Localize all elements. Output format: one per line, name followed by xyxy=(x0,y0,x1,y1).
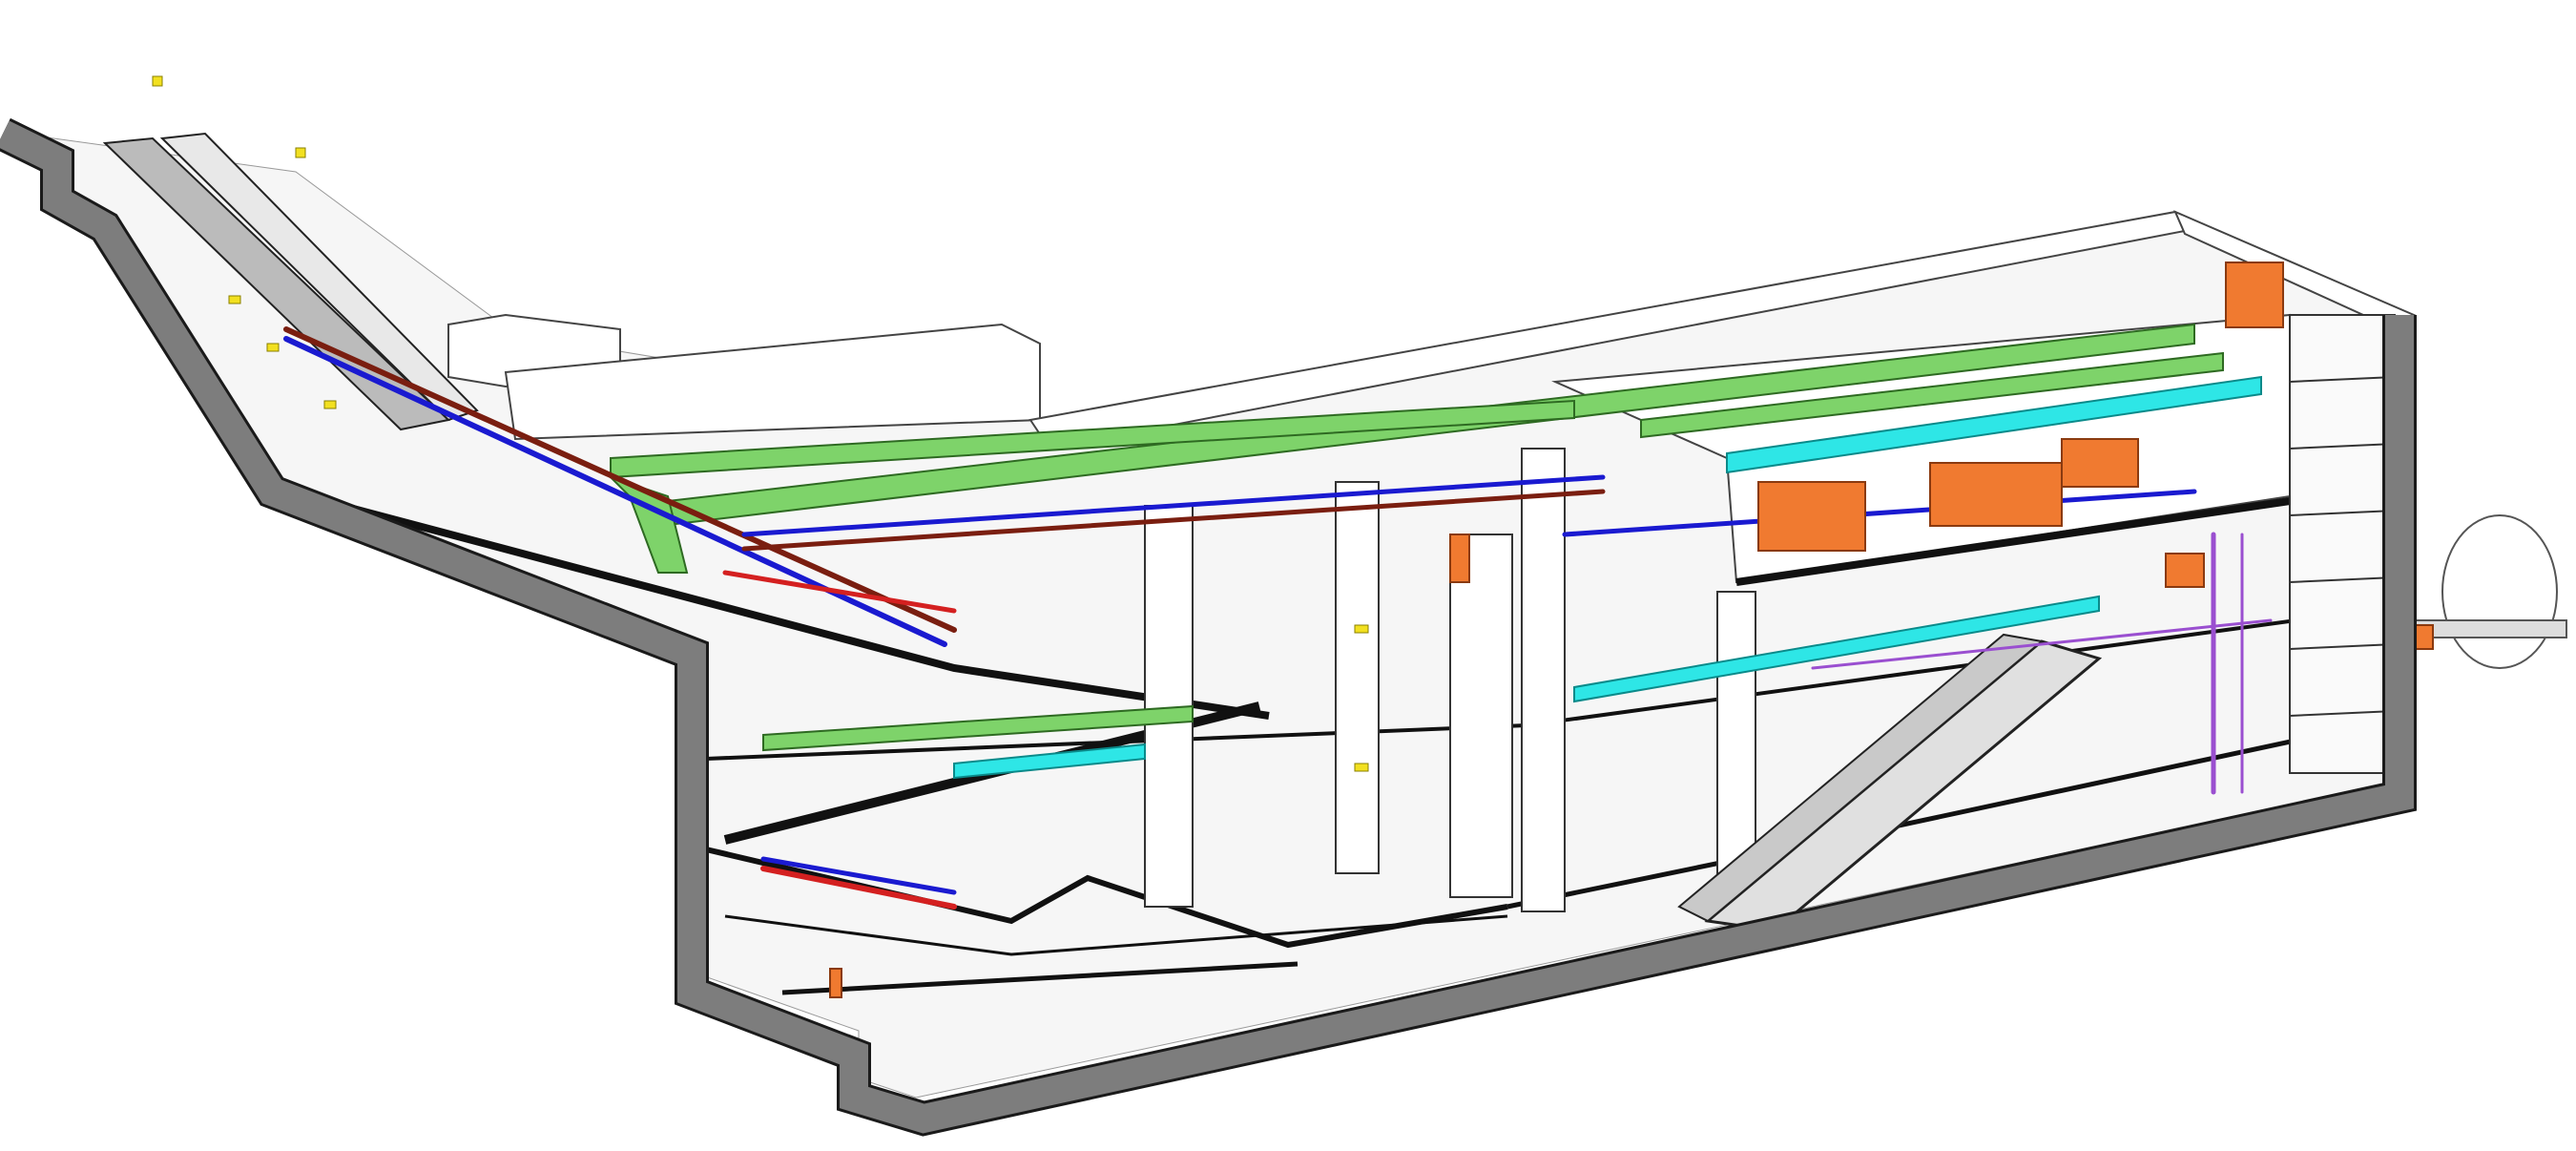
tunnel-connection xyxy=(2403,514,2567,669)
secondary-ventilation-duct xyxy=(610,399,1575,479)
upper-ventilation-duct xyxy=(1640,351,2224,439)
right-stair-tower xyxy=(2289,314,2396,774)
chilled-water-ducts xyxy=(953,375,2262,780)
platform-escalator-2 xyxy=(1677,633,2045,923)
duct-icon xyxy=(610,323,2224,752)
entrance-escalator-2 xyxy=(159,132,479,422)
structural-wall xyxy=(0,120,2414,1134)
pipes xyxy=(283,326,2273,910)
light-fixtures xyxy=(152,75,1369,772)
escalator-icon xyxy=(102,132,2103,932)
lower-ventilation-duct xyxy=(762,704,1194,752)
equipment-icon xyxy=(829,262,2434,998)
